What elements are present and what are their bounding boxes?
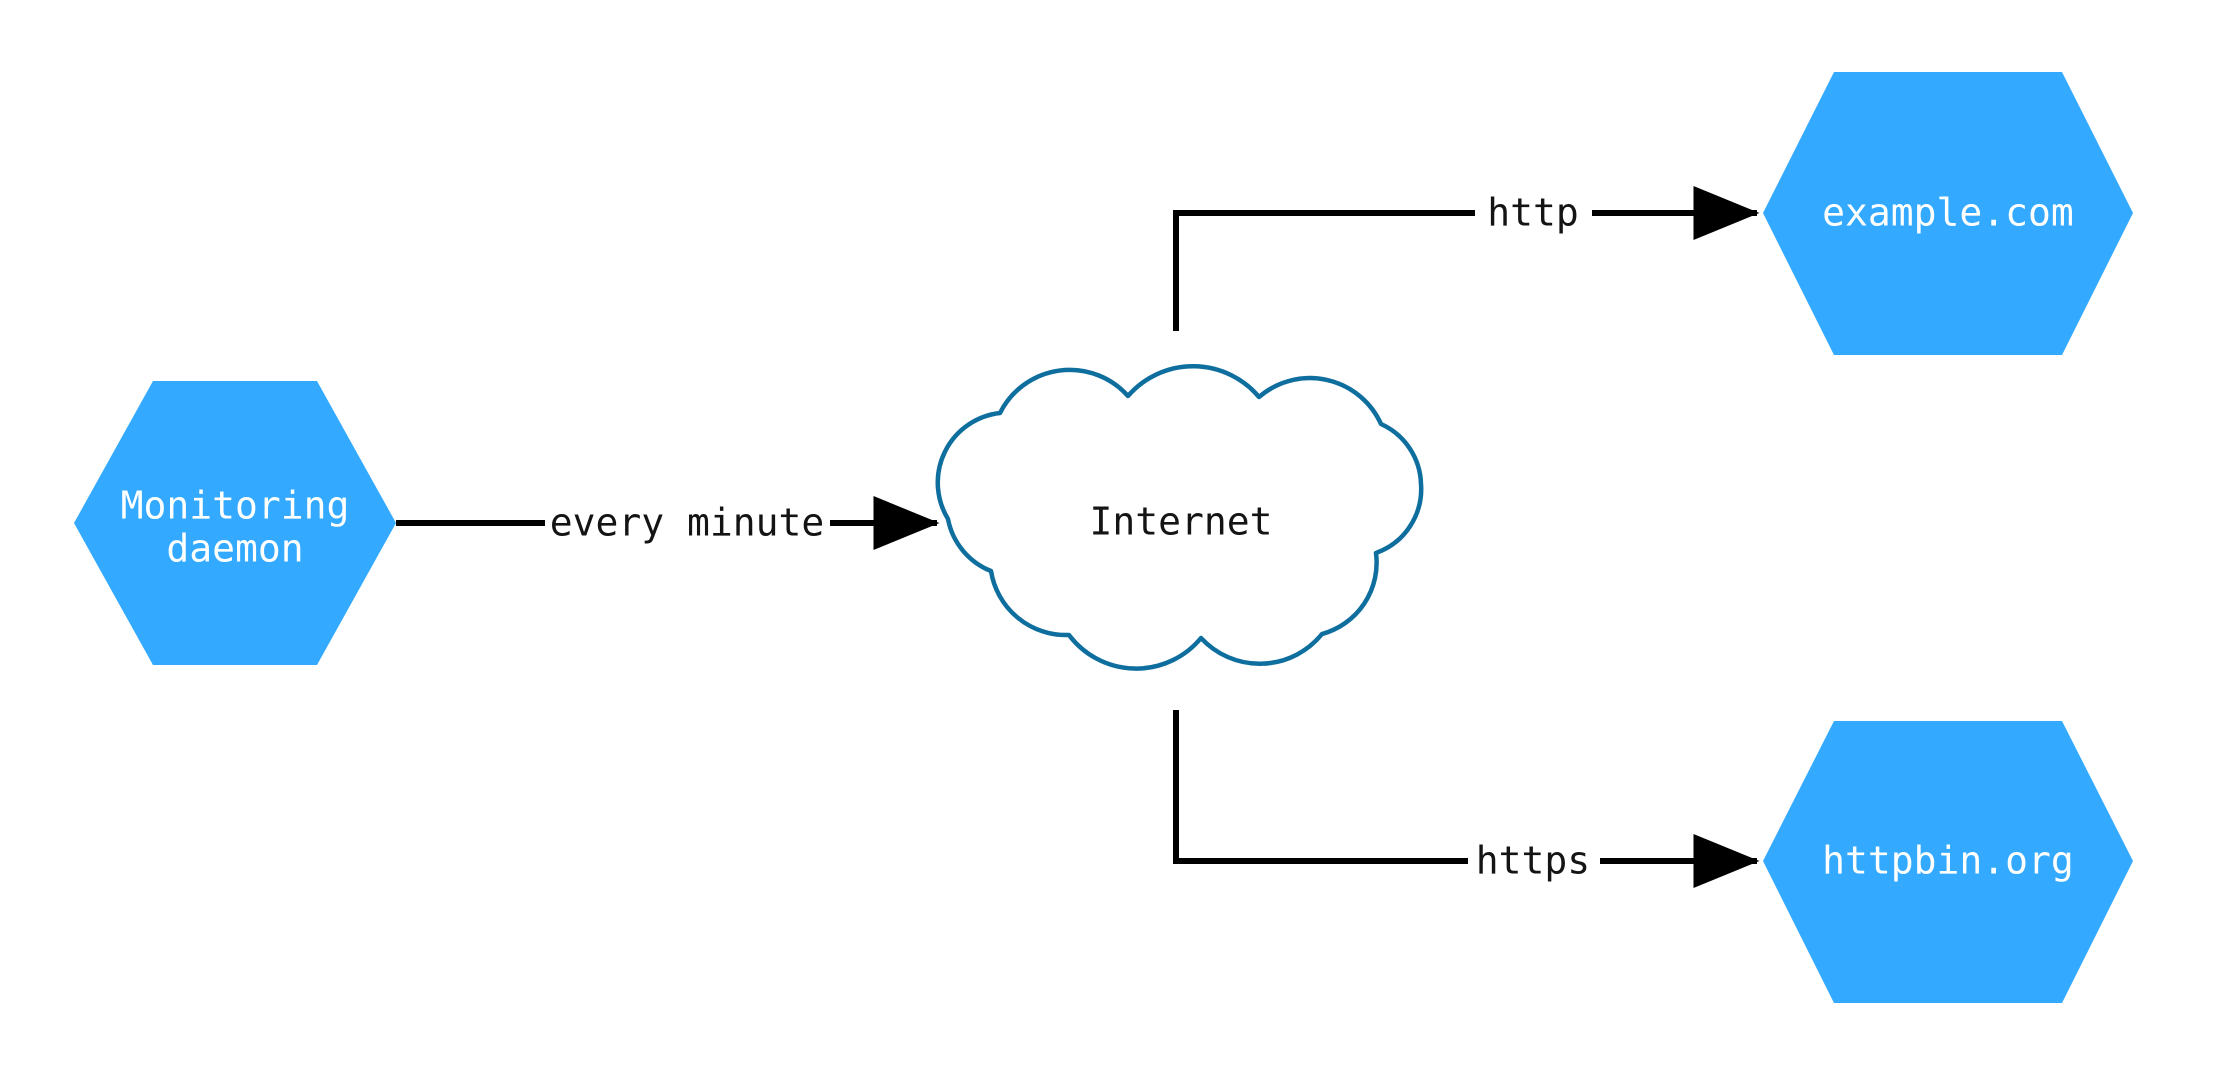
edge-line-http-elbow: [1173, 210, 1475, 331]
node-label-internet: Internet: [1089, 500, 1272, 544]
cloud-shape-internet: [935, 363, 1424, 671]
node-label-example-com: example.com: [1822, 191, 2074, 235]
edge-label-every-minute: every minute: [550, 501, 825, 545]
edge-internet-to-example: http: [1173, 186, 1760, 331]
node-label-monitoring-daemon-line1: Monitoring: [121, 484, 350, 528]
edge-internet-to-httpbin: https: [1173, 710, 1760, 888]
edge-line-https-elbow: [1173, 710, 1468, 864]
hexagon-shape-httpbin-org: [1763, 721, 2133, 1003]
node-label-httpbin-org: httpbin.org: [1822, 839, 2074, 883]
node-label-monitoring-daemon-line2: daemon: [166, 527, 303, 571]
hexagon-shape-monitoring-daemon: [74, 381, 396, 665]
node-internet[interactable]: Internet: [935, 363, 1424, 671]
node-example-com[interactable]: example.com: [1763, 72, 2133, 355]
node-httpbin-org[interactable]: httpbin.org: [1763, 721, 2133, 1003]
edge-label-http: http: [1487, 191, 1579, 235]
node-monitoring-daemon[interactable]: Monitoring daemon: [74, 381, 396, 665]
hexagon-shape-example-com: [1763, 72, 2133, 355]
edge-label-https: https: [1476, 839, 1590, 883]
edge-daemon-to-internet: every minute: [396, 496, 940, 550]
